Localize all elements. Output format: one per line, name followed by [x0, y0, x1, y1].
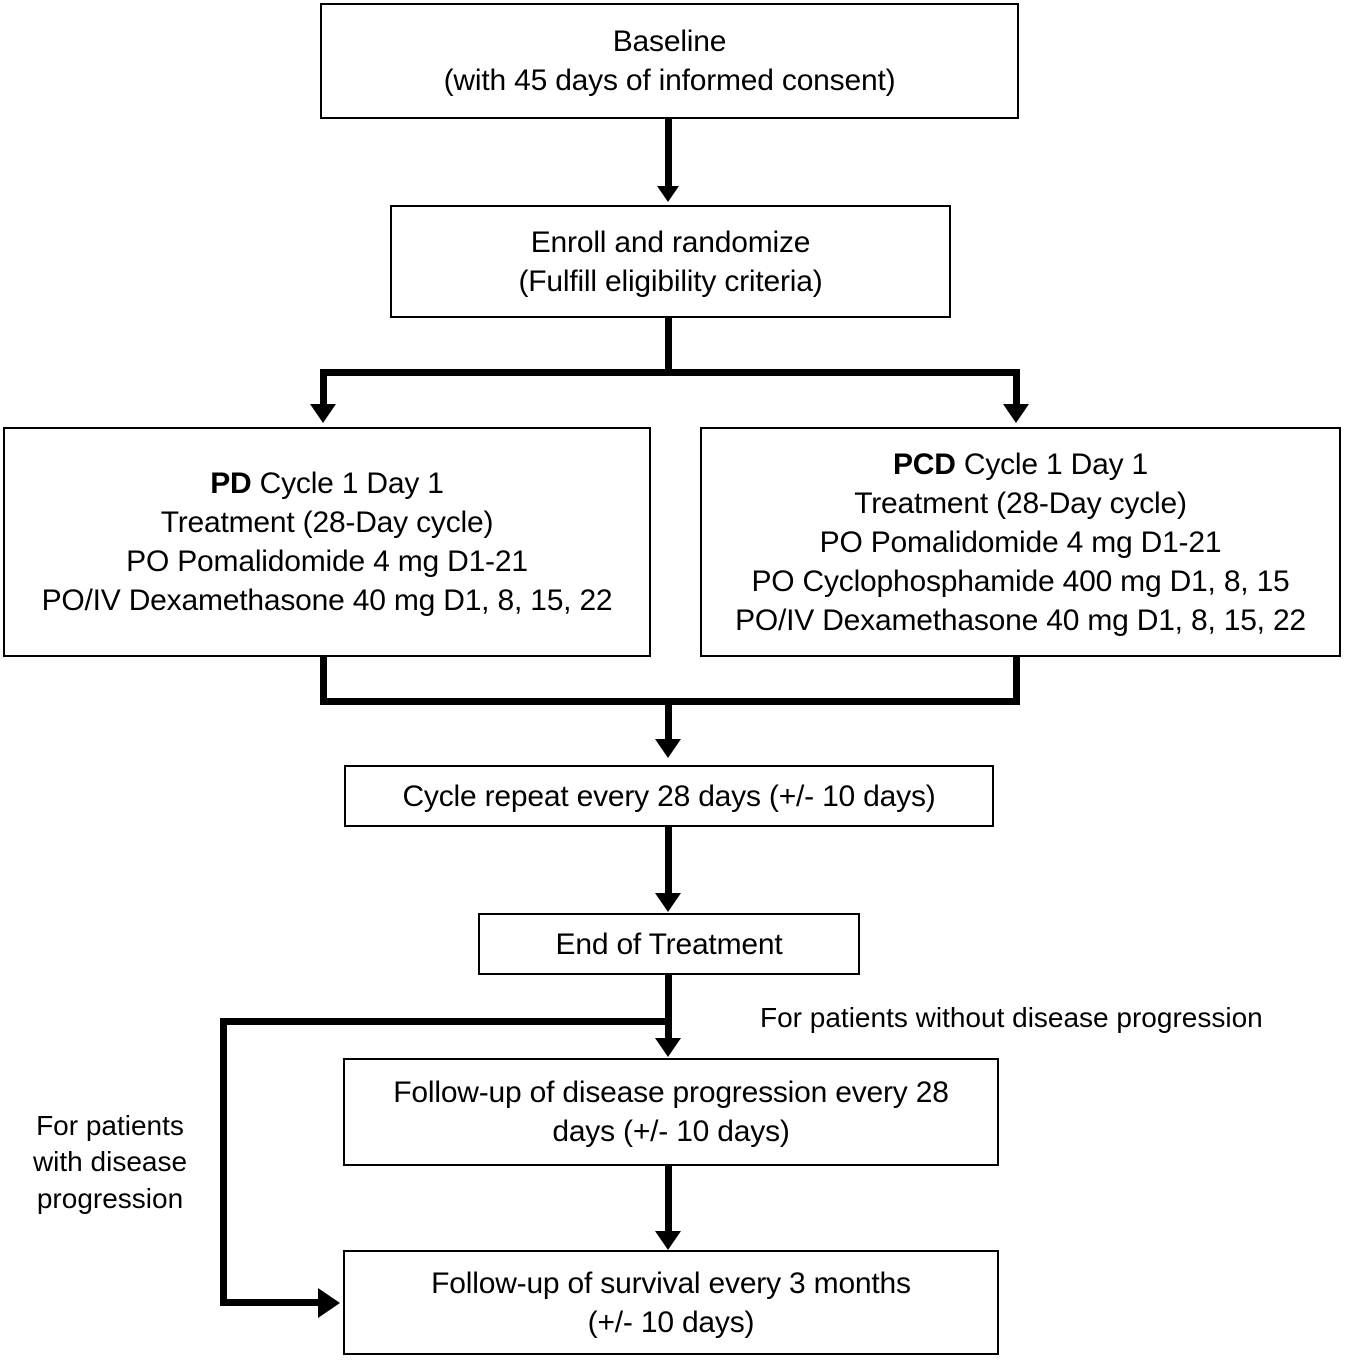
edge-end-to-followup-progression	[665, 1018, 672, 1042]
edge-merge-to-cycle	[665, 698, 672, 743]
edge-pd-to-merge	[320, 657, 327, 705]
node-arm-pd-line2: Treatment (28-Day cycle)	[160, 506, 494, 539]
edge-baseline-to-enroll	[665, 119, 672, 188]
arrowhead-split-to-pd	[310, 404, 336, 423]
node-end-of-treatment-line1: End of Treatment	[555, 927, 783, 961]
node-arm-pd-line1-rest: Cycle 1 Day 1	[251, 467, 444, 500]
edge-with-progression-vertical	[220, 1018, 227, 1306]
node-arm-pcd-line1-rest: Cycle 1 Day 1	[955, 447, 1149, 481]
edge-label-without-progression: For patients without disease progression	[760, 1002, 1263, 1033]
node-end-of-treatment: End of Treatment	[478, 913, 860, 975]
arrowhead-progression-to-survival	[655, 1231, 681, 1250]
node-cycle-repeat-line1: Cycle repeat every 28 days (+/- 10 days)	[402, 779, 936, 813]
node-enroll-line1: Enroll and randomize	[530, 225, 811, 259]
arrowhead-merge-to-cycle	[655, 739, 681, 758]
arrowhead-cycle-to-end	[655, 893, 681, 912]
node-followup-progression-line1: Follow-up of disease progression every 2…	[393, 1076, 949, 1109]
edge-split-to-pd	[320, 369, 327, 411]
node-arm-pcd-code: PCD	[892, 447, 956, 481]
arrowhead-baseline-to-enroll	[657, 186, 679, 202]
edge-progression-to-survival	[665, 1166, 672, 1236]
node-enroll-line2: (Fulfill eligibility criteria)	[518, 264, 823, 298]
node-arm-pd-line3: PO Pomalidomide 4 mg D1-21	[126, 545, 528, 578]
node-followup-survival-line1: Follow-up of survival every 3 months	[431, 1266, 911, 1300]
edge-with-progression-horizontal	[220, 1299, 322, 1306]
edge-end-branch-stem	[665, 975, 672, 1027]
node-cycle-repeat: Cycle repeat every 28 days (+/- 10 days)	[344, 765, 994, 827]
node-baseline-line2: (with 45 days of informed consent)	[443, 64, 896, 97]
node-arm-pcd-line5: PO/IV Dexamethasone 40 mg D1, 8, 15, 22	[735, 603, 1306, 637]
arrowhead-end-to-followup-progression	[655, 1038, 681, 1057]
node-arm-pcd-line1: PCD Cycle 1 Day 1	[893, 445, 1148, 484]
node-arm-pcd-line4: PO Cyclophosphamide 400 mg D1, 8, 15	[751, 564, 1290, 598]
node-arm-pcd-line3: PO Pomalidomide 4 mg D1-21	[819, 525, 1222, 559]
edge-progression-branch-bar	[220, 1018, 672, 1025]
node-followup-progression-line2: days (+/- 10 days)	[552, 1115, 790, 1148]
node-arm-pcd-line2: Treatment (28-Day cycle)	[854, 486, 1187, 520]
edge-cycle-to-end	[665, 827, 672, 897]
node-arm-pcd: PCD Cycle 1 Day 1 Treatment (28-Day cycl…	[700, 427, 1341, 657]
node-baseline-line1: Baseline	[612, 25, 727, 58]
node-arm-pd-line1: PD Cycle 1 Day 1	[210, 464, 444, 503]
node-baseline: Baseline (with 45 days of informed conse…	[320, 3, 1019, 119]
arrowhead-split-to-pcd	[1003, 404, 1029, 423]
node-followup-survival-line2: (+/- 10 days)	[587, 1305, 755, 1339]
node-followup-progression: Follow-up of disease progression every 2…	[343, 1058, 999, 1166]
node-enroll-randomize: Enroll and randomize (Fulfill eligibilit…	[390, 205, 951, 318]
arrowhead-with-progression	[318, 1288, 340, 1318]
edge-enroll-split-stem	[665, 318, 672, 376]
node-arm-pd-code: PD	[210, 467, 252, 500]
node-arm-pd-line4: PO/IV Dexamethasone 40 mg D1, 8, 15, 22	[41, 584, 613, 617]
edge-label-with-progression: For patients with disease progression	[32, 1110, 188, 1214]
node-followup-survival: Follow-up of survival every 3 months (+/…	[343, 1250, 999, 1355]
edge-split-bar	[320, 369, 1020, 376]
edge-pcd-to-merge	[1013, 657, 1020, 705]
edge-split-to-pcd	[1013, 369, 1020, 411]
node-arm-pd: PD Cycle 1 Day 1 Treatment (28-Day cycle…	[3, 427, 651, 657]
